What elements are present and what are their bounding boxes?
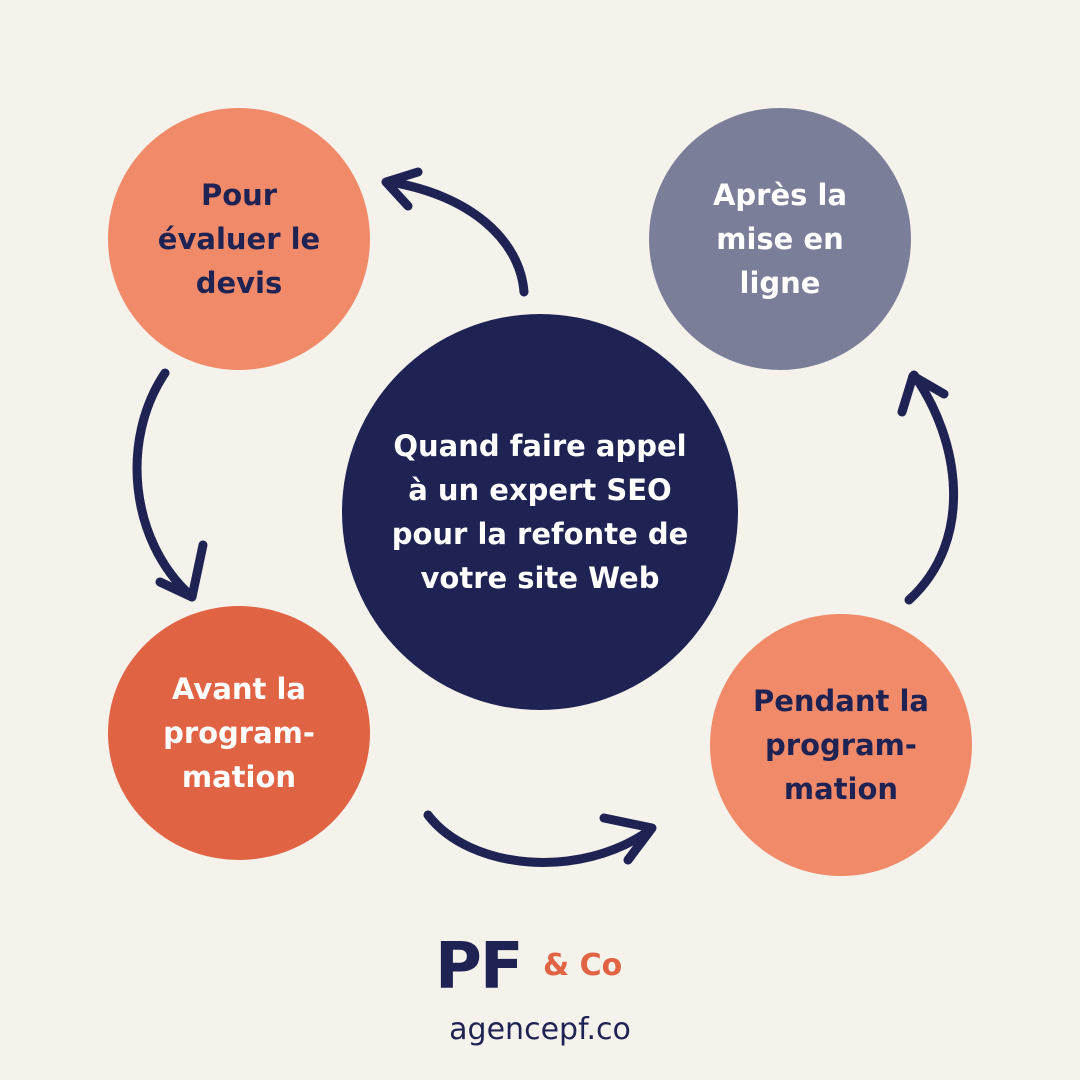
node-center: Quand faire appel à un expert SEO pour l… xyxy=(342,314,738,710)
node-top-right-line-3: ligne xyxy=(739,266,821,300)
logo-main-text: PF xyxy=(435,930,524,1004)
node-top-right: Après la mise en ligne xyxy=(649,108,911,370)
node-bottom-left: Avant la program- mation xyxy=(108,606,370,860)
arrow-top-left-to-bottom-left xyxy=(132,368,208,602)
node-top-left-line-2: évaluer le xyxy=(157,222,321,256)
node-center-line-1: Quand faire appel xyxy=(393,429,687,463)
node-center-line-2: à un expert SEO xyxy=(408,473,672,507)
node-top-right-line-1: Après la xyxy=(712,178,848,212)
node-bottom-left-line-1: Avant la xyxy=(172,672,306,706)
node-bottom-right-line-2: program- xyxy=(765,728,917,762)
node-bottom-left-line-2: program- xyxy=(163,716,315,750)
node-bottom-right-label: Pendant la program- mation xyxy=(753,679,929,811)
node-bottom-left-label: Avant la program- mation xyxy=(163,667,315,799)
arrow-bottom-left-to-bottom-right xyxy=(423,810,657,867)
website-url: agencepf.co xyxy=(449,1012,631,1047)
node-top-left-line-1: Pour xyxy=(200,178,278,212)
logo-sub-text: & Co xyxy=(543,948,623,983)
node-top-right-line-2: mise en xyxy=(716,222,844,256)
node-center-line-4: votre site Web xyxy=(420,561,660,595)
brand-logo: PF & Co xyxy=(435,932,655,1012)
arrow-bottom-right-to-top-right xyxy=(897,370,959,605)
node-bottom-right: Pendant la program- mation xyxy=(710,614,972,876)
node-center-line-3: pour la refonte de xyxy=(391,517,689,551)
node-bottom-right-line-1: Pendant la xyxy=(752,684,929,718)
node-bottom-right-line-3: mation xyxy=(783,772,899,806)
node-bottom-left-line-3: mation xyxy=(181,760,297,794)
arrow-center-to-top-left xyxy=(381,167,529,297)
node-top-right-label: Après la mise en ligne xyxy=(713,173,847,305)
node-top-left: Pour évaluer le devis xyxy=(108,108,370,370)
node-top-left-label: Pour évaluer le devis xyxy=(158,173,320,305)
node-top-left-line-3: devis xyxy=(195,266,283,300)
node-center-label: Quand faire appel à un expert SEO pour l… xyxy=(392,424,689,600)
